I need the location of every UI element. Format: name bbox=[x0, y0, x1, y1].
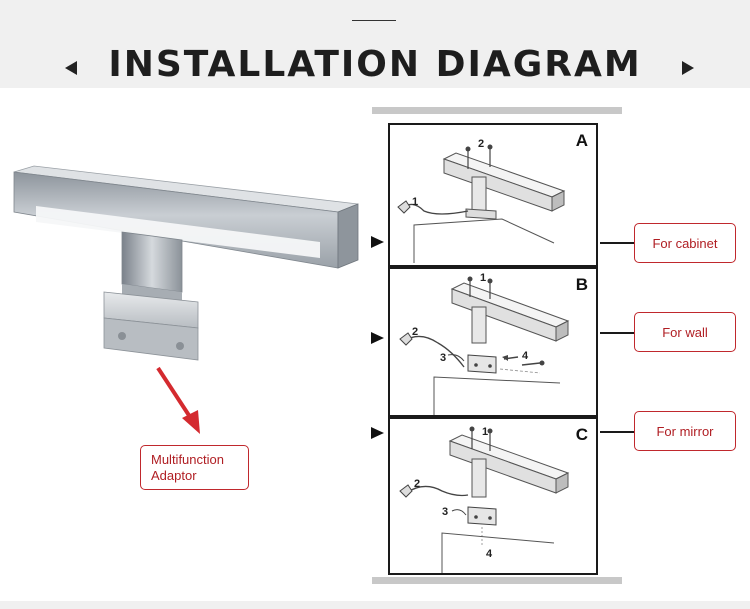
option-cabinet: For cabinet bbox=[634, 223, 736, 263]
pointer-b-icon bbox=[371, 332, 384, 344]
option-mirror: For mirror bbox=[634, 411, 736, 451]
header-rule bbox=[352, 20, 396, 21]
label-4: 4 bbox=[522, 350, 529, 362]
bottom-band bbox=[0, 601, 750, 609]
panel-a: A 1 2 bbox=[388, 123, 598, 267]
pointer-c-icon bbox=[371, 427, 384, 439]
label-1: 1 bbox=[412, 196, 418, 208]
diagram-top-bar bbox=[372, 107, 622, 114]
label-2: 2 bbox=[414, 478, 420, 490]
panel-letter: A bbox=[575, 131, 588, 150]
connector-a bbox=[600, 242, 635, 244]
label-4: 4 bbox=[486, 548, 493, 560]
label-2: 2 bbox=[412, 326, 418, 338]
pointer-a-icon bbox=[371, 236, 384, 248]
cabinet-mount-diagram: 1 2 bbox=[397, 138, 566, 263]
triangle-right-icon[interactable] bbox=[682, 61, 694, 75]
page-title: INSTALLATION DIAGRAM bbox=[108, 44, 642, 85]
panel-b: B 1 2 3 4 bbox=[388, 267, 598, 417]
label-1: 1 bbox=[482, 426, 488, 438]
red-arrow-icon bbox=[156, 366, 200, 434]
label-3: 3 bbox=[442, 506, 448, 518]
triangle-left-icon[interactable] bbox=[65, 61, 77, 75]
diagram-bottom-bar bbox=[372, 577, 622, 584]
wall-mount-diagram: 1 2 3 4 bbox=[399, 272, 570, 415]
label-1: 1 bbox=[480, 272, 486, 284]
adaptor-label-line1: Multifunction bbox=[151, 452, 224, 467]
header-band: INSTALLATION DIAGRAM bbox=[0, 0, 750, 88]
option-wall: For wall bbox=[634, 312, 736, 352]
label-2: 2 bbox=[478, 138, 484, 150]
panel-letter: C bbox=[575, 425, 588, 444]
label-3: 3 bbox=[440, 352, 446, 364]
panel-c: C 1 2 3 4 bbox=[388, 417, 598, 575]
adaptor-label-line2: Adaptor bbox=[151, 468, 197, 483]
connector-c bbox=[600, 431, 635, 433]
adaptor-callout: Multifunction Adaptor bbox=[140, 445, 249, 490]
connector-b bbox=[600, 332, 635, 334]
mirror-mount-diagram: 1 2 3 4 bbox=[399, 426, 570, 573]
panel-letter: B bbox=[575, 275, 588, 294]
lamp-product-image bbox=[13, 165, 359, 361]
